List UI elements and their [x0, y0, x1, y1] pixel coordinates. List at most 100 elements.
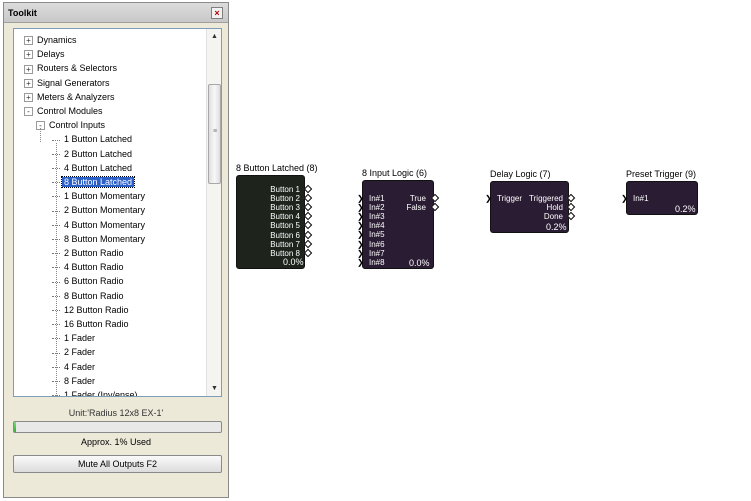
module-title: Preset Trigger (9) [626, 169, 697, 179]
module-body[interactable] [236, 175, 305, 269]
tree-item[interactable]: 2 Button Radio [52, 246, 126, 260]
toolkit-panel: Toolkit × +Dynamics+Delays+Routers & Sel… [3, 2, 229, 498]
output-port-label: Button 1 [270, 185, 300, 194]
input-port-label: In#2 [369, 203, 385, 213]
tree-item-label: 4 Button Radio [64, 262, 124, 273]
toolkit-title-bar[interactable]: Toolkit × [4, 3, 228, 23]
tree-item[interactable]: 8 Fader [52, 374, 97, 388]
tree-item[interactable]: +Dynamics [24, 33, 79, 47]
tree-item-label: 1 Button Momentary [64, 191, 146, 202]
tree-item[interactable]: 12 Button Radio [52, 303, 131, 317]
output-pin-icon[interactable] [303, 212, 313, 221]
tree-item[interactable]: 4 Button Momentary [52, 218, 147, 232]
scroll-down-arrow-icon[interactable]: ▼ [211, 385, 218, 392]
input-pin-icon[interactable]: ❯ [357, 248, 364, 258]
tree-guide-line [56, 142, 57, 396]
input-port-label: Trigger [497, 194, 523, 203]
tree-item-label: 4 Button Momentary [64, 219, 146, 230]
output-port-label: Button 7 [270, 239, 300, 249]
output-pin-icon[interactable] [303, 193, 313, 203]
input-pin-icon[interactable]: ❯ [357, 203, 364, 213]
tree-item-label: 4 Button Latched [64, 162, 133, 173]
tree-item[interactable]: 2 Button Latched [52, 147, 134, 161]
input-pin-icon[interactable]: ❯ [621, 194, 628, 203]
module-body[interactable] [362, 180, 434, 269]
input-port-label: In#4 [369, 221, 385, 231]
input-port-label: In#6 [369, 239, 385, 249]
module-title: 8 Button Latched (8) [236, 163, 318, 173]
output-port-label: Button 2 [270, 194, 300, 204]
tree-item[interactable]: + Routers & Selectors [24, 61, 119, 75]
mute-all-outputs-button[interactable]: Mute All Outputs F2 [13, 455, 222, 473]
tree-guide-line [40, 128, 41, 143]
input-pin-icon[interactable]: ❯ [357, 194, 364, 203]
expand-icon[interactable]: + [24, 92, 33, 102]
output-pin-icon[interactable] [303, 202, 313, 212]
tree-item[interactable]: 4 Fader [52, 360, 97, 374]
tree-item-label: 2 Button Latched [64, 148, 133, 159]
tree-item[interactable]: 4 Button Radio [52, 260, 126, 274]
output-port-label: Triggered [529, 194, 563, 203]
tree-item[interactable]: -Control Inputs [36, 118, 107, 132]
output-port-label: Button 5 [270, 221, 300, 231]
tree-item[interactable]: 8 Button Latched [52, 175, 136, 189]
tree-item[interactable]: + Meters & Analyzers [24, 90, 117, 104]
output-pin-icon[interactable] [303, 248, 313, 257]
input-pin-icon[interactable]: ❯ [357, 230, 364, 240]
tree-item[interactable]: 16 Button Radio [52, 317, 131, 331]
tree-item[interactable]: 2 Button Momentary [52, 203, 147, 217]
output-port-label: Button 3 [270, 203, 300, 213]
tree-item[interactable]: 2 Fader [52, 345, 97, 359]
expand-icon[interactable]: + [24, 50, 33, 60]
input-pin-icon[interactable]: ❯ [357, 221, 364, 231]
tree-item-label: 2 Button Radio [64, 248, 124, 258]
collapse-icon[interactable]: - [24, 107, 33, 117]
output-port-label: True [409, 194, 426, 203]
tree-item[interactable]: 1 Button Latched [52, 132, 134, 146]
expand-icon[interactable]: + [24, 64, 33, 74]
input-port-label: In#1 [633, 194, 649, 203]
output-pin-icon[interactable] [303, 230, 313, 239]
expand-icon[interactable]: + [24, 78, 33, 88]
module-percent: 0.0% [283, 257, 304, 267]
input-pin-icon[interactable]: ❯ [357, 212, 364, 222]
output-port-label: Button 8 [270, 248, 300, 258]
tree-item[interactable]: 6 Button Radio [52, 274, 126, 288]
tree-item-label: Routers & Selectors [37, 63, 118, 74]
module-percent: 0.2% [675, 204, 696, 214]
tree-item[interactable]: +Delays [24, 47, 67, 61]
usage-label: Approx. 1% Used [80, 437, 152, 447]
tree-item[interactable]: 1 Button Momentary [52, 189, 147, 203]
input-pin-icon[interactable]: ❯ [357, 257, 364, 267]
tree-item-label: Signal Generators [37, 77, 110, 88]
tree-item[interactable]: + Signal Generators [24, 76, 112, 90]
module-body[interactable] [490, 181, 569, 233]
output-pin-icon[interactable] [303, 221, 313, 230]
close-icon[interactable]: × [211, 7, 223, 19]
expand-icon[interactable]: + [24, 36, 33, 46]
input-port-label: In#7 [369, 248, 385, 258]
toolkit-title: Toolkit [8, 8, 37, 18]
module-body[interactable] [626, 181, 698, 215]
scrollbar-thumb[interactable]: ≡ [208, 84, 221, 184]
tree-item[interactable]: 1 Fader (Inv/ense) [52, 388, 140, 396]
tree-item[interactable]: 1 Fader [52, 331, 97, 345]
tree-item[interactable]: -Control Modules [24, 104, 105, 118]
tree-item[interactable]: 8 Button Momentary [52, 232, 147, 246]
tree-item[interactable]: 4 Button Latched [52, 161, 134, 175]
tree-item-label: 16 Button Radio [64, 319, 129, 329]
input-pin-icon[interactable]: ❯ [357, 239, 364, 249]
usage-progress-fill [14, 422, 17, 432]
output-port-label: Done [543, 212, 563, 221]
tree-item-label: 8 Fader [64, 375, 96, 386]
input-pin-icon[interactable]: ❯ [485, 194, 492, 203]
tree-scrollbar[interactable]: ▲ ≡ ▼ [206, 29, 221, 396]
toolkit-tree[interactable]: +Dynamics+Delays+Routers & Selectors+Sig… [13, 28, 222, 397]
scroll-up-arrow-icon[interactable]: ▲ [211, 33, 218, 40]
output-pin-icon[interactable] [303, 239, 313, 248]
tree-item[interactable]: 8 Button Radio [52, 289, 126, 303]
tree-item-label: 8 Button Momentary [64, 233, 146, 244]
usage-progress-bar [13, 421, 222, 433]
tree-item-label: Meters & Analyzers [37, 91, 115, 102]
output-pin-icon[interactable] [303, 184, 313, 194]
